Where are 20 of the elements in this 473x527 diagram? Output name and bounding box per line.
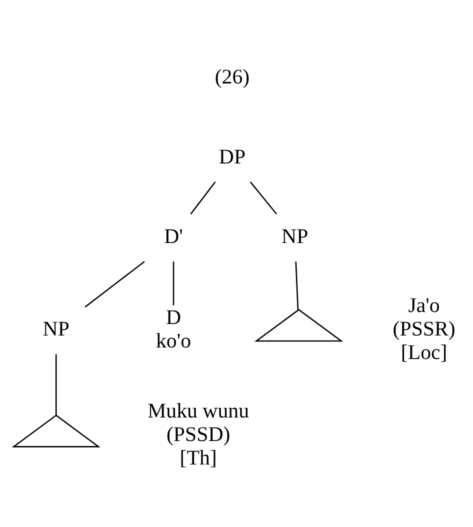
node-triangle: [254, 308, 344, 342]
connector: [172, 260, 174, 305]
node-label: Ja'o: [408, 292, 440, 317]
node-label: [Loc]: [400, 339, 448, 364]
label: (26): [214, 64, 250, 88]
node-label: (PSSR): [392, 316, 456, 340]
node-text: DP: [218, 144, 246, 168]
connector: [295, 260, 299, 310]
node-text: NP: [42, 316, 70, 340]
connector: [84, 260, 145, 307]
node-triangle: [12, 414, 100, 447]
node-label: [Th]: [180, 445, 217, 470]
connector: [190, 180, 216, 214]
node-text: NP: [282, 223, 308, 248]
node-label: (PSSD): [166, 422, 230, 446]
node-text: D ko'o: [156, 304, 192, 352]
node-label: Muku wunu: [148, 398, 250, 422]
connector: [55, 354, 57, 415]
node-text: D': [164, 223, 183, 248]
connector: [250, 180, 278, 214]
